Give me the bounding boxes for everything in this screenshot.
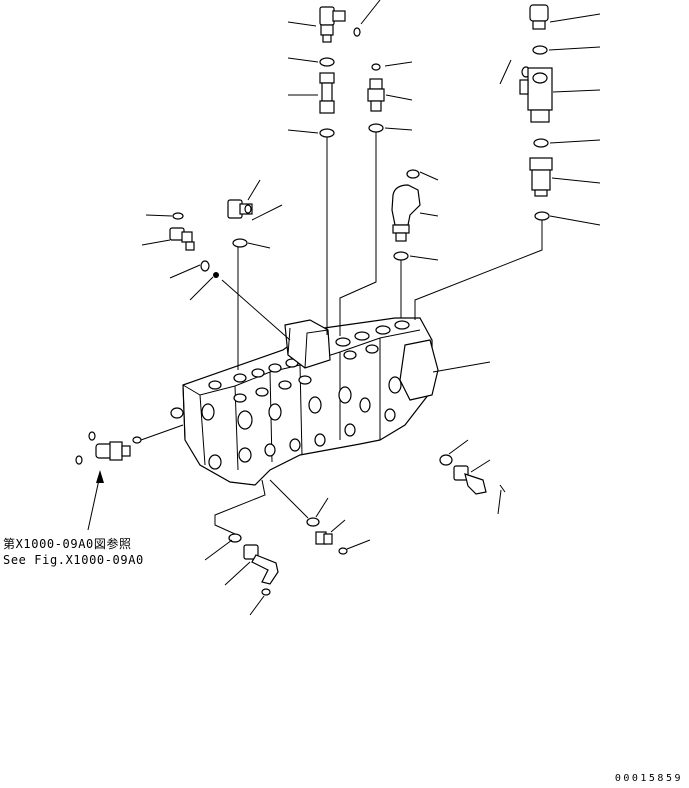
leader-lines (140, 0, 601, 616)
o-ring (534, 211, 550, 221)
straight-connector (367, 78, 385, 112)
elbow-fitting-top (319, 6, 346, 43)
o-ring (306, 517, 320, 527)
plug (529, 4, 549, 30)
o-ring (532, 45, 548, 55)
reference-note-japanese: 第X1000-09A0図参照 (3, 537, 132, 551)
o-ring (393, 251, 409, 261)
connector (529, 157, 553, 197)
o-ring (353, 27, 361, 37)
tee-fitting (519, 67, 553, 123)
o-ring (533, 138, 549, 148)
straight-connector (319, 72, 335, 114)
o-ring (319, 57, 335, 67)
figure-number: 00015859 (614, 773, 683, 784)
o-ring (232, 238, 248, 248)
o-ring (132, 436, 142, 444)
o-ring (439, 454, 453, 466)
o-ring (75, 455, 83, 465)
pin (499, 484, 506, 493)
elbow-fitting-left (227, 199, 253, 219)
o-ring (319, 128, 335, 138)
reference-arrow (87, 474, 101, 531)
straight-connector-bottom (315, 531, 333, 545)
elbow-fitting-large (391, 184, 421, 242)
o-ring (200, 260, 210, 272)
o-ring (368, 123, 384, 133)
o-ring (406, 169, 420, 179)
o-ring (371, 63, 381, 71)
o-ring (261, 588, 271, 596)
elbow-fitting-right (453, 465, 487, 495)
o-ring (88, 431, 96, 441)
control-valve-body (170, 317, 439, 486)
sensor-fitting (95, 441, 131, 461)
o-ring (338, 547, 348, 555)
elbow-fitting-bottom (243, 544, 279, 585)
o-ring (172, 212, 184, 220)
plug-small (213, 272, 219, 278)
reference-note-english: See Fig.X1000-09A0 (3, 553, 144, 567)
elbow-fitting-small (169, 227, 195, 251)
arrowhead (96, 470, 104, 483)
